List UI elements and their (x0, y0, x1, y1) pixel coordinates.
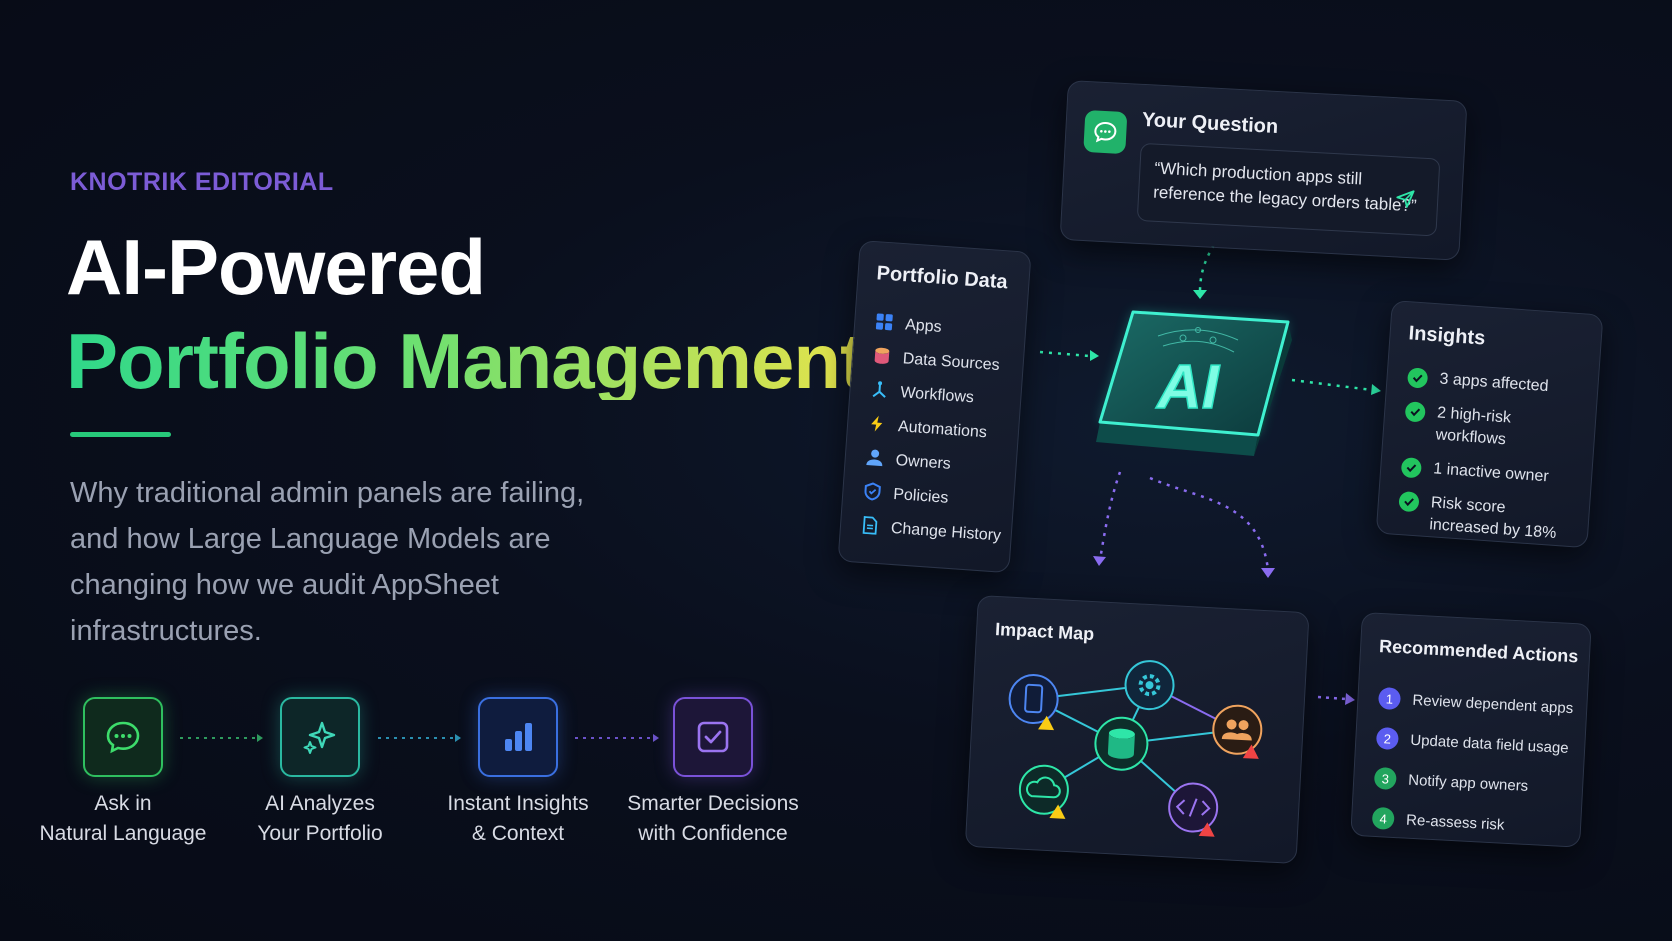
lightning-icon (867, 414, 887, 438)
step-number: 4 (1371, 806, 1395, 830)
title-line-1: AI-Powered (66, 223, 486, 311)
portfolio-item-workflows: Workflows (869, 374, 1011, 418)
action-label: Review dependent apps (1412, 691, 1574, 717)
team-node-icon (1212, 704, 1263, 759)
check-icon (1398, 491, 1420, 513)
portfolio-item-automations: Automations (867, 408, 1009, 452)
grid-icon (874, 312, 894, 336)
portfolio-item-label: Change History (890, 519, 1002, 545)
portfolio-item-apps: Apps (874, 306, 1016, 350)
portfolio-item-label: Automations (897, 418, 988, 442)
step-label-line1: Ask in (94, 792, 152, 815)
action-label: Notify app owners (1407, 771, 1529, 795)
impact-map-card: Impact Map (964, 595, 1310, 865)
insight-label: 3 apps affected (1439, 370, 1550, 396)
insights-title: Insights (1407, 322, 1486, 350)
portfolio-item-policies: Policies (862, 476, 1004, 520)
portfolio-item-label: Policies (892, 485, 949, 507)
database-node-icon (1094, 716, 1149, 771)
code-node-icon (1168, 782, 1219, 837)
mobile-node-icon (1008, 674, 1059, 731)
portfolio-item-label: Workflows (899, 384, 975, 407)
recommended-actions-card: Recommended Actions 1 Review dependent ap… (1350, 612, 1592, 848)
step-number: 3 (1373, 766, 1397, 791)
insight-item: Risk score increased by 18% (1397, 490, 1580, 546)
chat-icon (83, 697, 163, 777)
portfolio-item-label: Owners (895, 452, 952, 473)
action-label: Update data field usage (1409, 731, 1570, 757)
chat-icon (1083, 109, 1128, 155)
subtitle: Why traditional admin panels are failing… (70, 477, 585, 647)
document-icon (860, 515, 880, 539)
cloud-node-icon (1018, 764, 1069, 819)
shield-icon (863, 481, 883, 505)
eyebrow-label: KNOTRIK EDITORIAL (70, 168, 334, 196)
bar-chart-icon (478, 697, 558, 777)
workflow-icon (870, 380, 890, 404)
check-icon (1406, 367, 1429, 389)
step-label-line2: Natural Language (39, 822, 207, 845)
user-icon (865, 447, 885, 471)
step-number: 2 (1375, 726, 1399, 751)
send-icon[interactable] (1394, 188, 1415, 216)
step-label-line1: Smarter Decisions (627, 792, 799, 815)
actions-title: Recommended Actions (1378, 635, 1579, 667)
question-input[interactable]: “Which production apps still reference t… (1136, 142, 1441, 237)
question-card: Your Question “Which production apps sti… (1059, 80, 1468, 261)
portfolio-item-label: Apps (904, 316, 943, 336)
checkbox-icon (673, 697, 753, 777)
step-label-line1: Instant Insights (447, 792, 589, 815)
portfolio-data-card: Portfolio Data Apps Data Sources Workflo… (837, 240, 1032, 574)
check-icon (1404, 401, 1426, 423)
portfolio-item-owners: Owners (865, 442, 1007, 486)
step-number: 1 (1377, 686, 1402, 711)
step-insights: Instant Insights & Context (418, 697, 618, 849)
check-icon (1400, 457, 1423, 479)
title-line-2: Portfolio Management (66, 317, 866, 405)
title-underline (70, 432, 171, 437)
step-label-line2: Your Portfolio (257, 822, 383, 845)
action-label: Re-assess risk (1405, 811, 1505, 834)
impact-graph (1008, 660, 1263, 837)
insight-item: 1 inactive owner (1400, 456, 1582, 491)
ai-label: AI (1155, 353, 1221, 422)
portfolio-item-label: Data Sources (902, 350, 1001, 375)
step-connectors (180, 734, 659, 742)
database-icon (872, 346, 892, 370)
step-decisions: Smarter Decisions with Confidence (613, 697, 813, 849)
question-title: Your Question (1141, 108, 1279, 139)
step-ask: Ask in Natural Language (23, 697, 223, 849)
sparkle-icon (280, 697, 360, 777)
insights-card: Insights 3 apps affected 2 high-risk wor… (1375, 300, 1604, 549)
insight-label: Risk score increased by 18% (1428, 494, 1557, 543)
step-label-line2: with Confidence (638, 822, 788, 845)
step-label-line1: AI Analyzes (265, 792, 375, 815)
portfolio-item-data-sources: Data Sources (872, 340, 1014, 384)
insight-label: 1 inactive owner (1432, 460, 1550, 486)
portfolio-item-change-history: Change History (860, 510, 1002, 554)
step-label-line2: & Context (471, 822, 565, 845)
insight-label: 2 high-risk workflows (1435, 404, 1512, 449)
portfolio-title: Portfolio Data (875, 262, 1009, 294)
gear-node-icon (1124, 660, 1175, 711)
question-text: “Which production apps still reference t… (1152, 158, 1418, 216)
ai-engine: AI (1088, 300, 1298, 465)
insight-item: 3 apps affected (1406, 366, 1588, 401)
insight-item: 2 high-risk workflows (1403, 400, 1586, 456)
